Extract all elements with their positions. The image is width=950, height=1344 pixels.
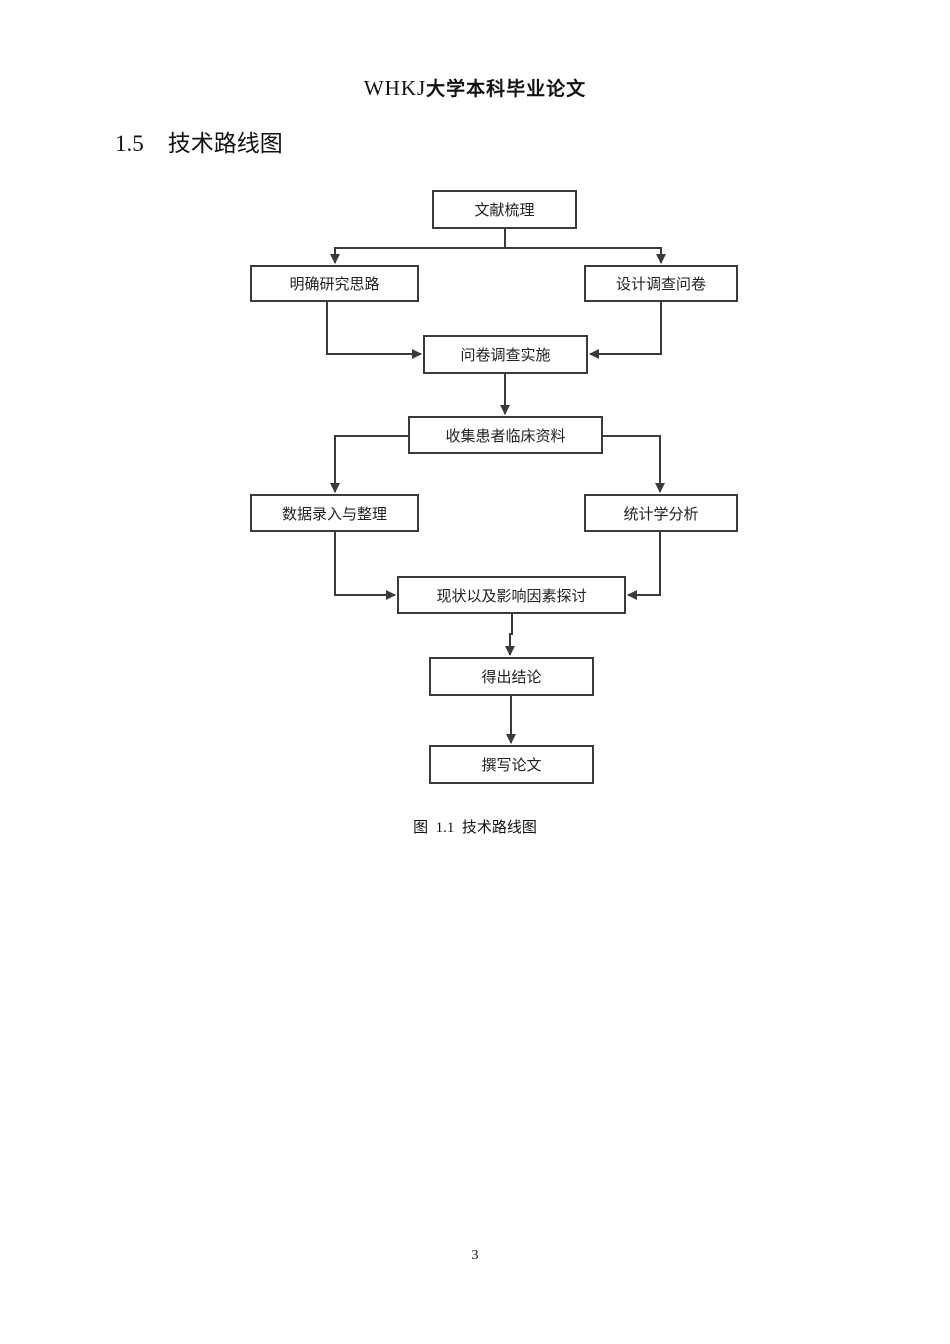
section-heading: 1.5 技术路线图 [115,124,283,158]
section-title: 技术路线图 [167,131,283,157]
section-number: 1.5 [115,131,144,156]
caption-text: 技术路线图 [461,820,537,836]
node-collect-clinical-data: 收集患者临床资料 [408,416,603,454]
connector-design-survey [589,302,662,359]
figure-caption: 图 1.1 技术路线图 [0,816,950,837]
caption-label: 图 [413,820,429,836]
node-design-questionnaire: 设计调查问卷 [584,265,738,302]
connector-collect-stats [603,435,665,493]
header-latin: WHKJ [363,76,427,100]
connector-entry-discuss [334,532,396,600]
node-statistical-analysis: 统计学分析 [584,494,738,532]
running-header: WHKJ大学本科毕业论文 [0,74,950,101]
connector-stats-discuss [627,532,661,600]
connector-collect-entry [330,435,408,493]
node-data-entry: 数据录入与整理 [250,494,419,532]
connector-clarify-survey [326,302,422,359]
node-write-thesis: 撰写论文 [429,745,594,784]
node-draw-conclusion: 得出结论 [429,657,594,696]
connector-literature-design [505,247,666,264]
header-title: 大学本科毕业论文 [426,78,587,100]
page-number: 3 [471,1248,479,1263]
node-literature-review: 文献梳理 [432,190,577,229]
node-status-factors-discussion: 现状以及影响因素探讨 [397,576,626,614]
node-survey-implementation: 问卷调查实施 [423,335,588,374]
connector-literature-clarify [330,229,506,264]
caption-number: 1.1 [435,820,455,836]
connector-discuss-conclude [505,614,515,656]
node-clarify-approach: 明确研究思路 [250,265,419,302]
